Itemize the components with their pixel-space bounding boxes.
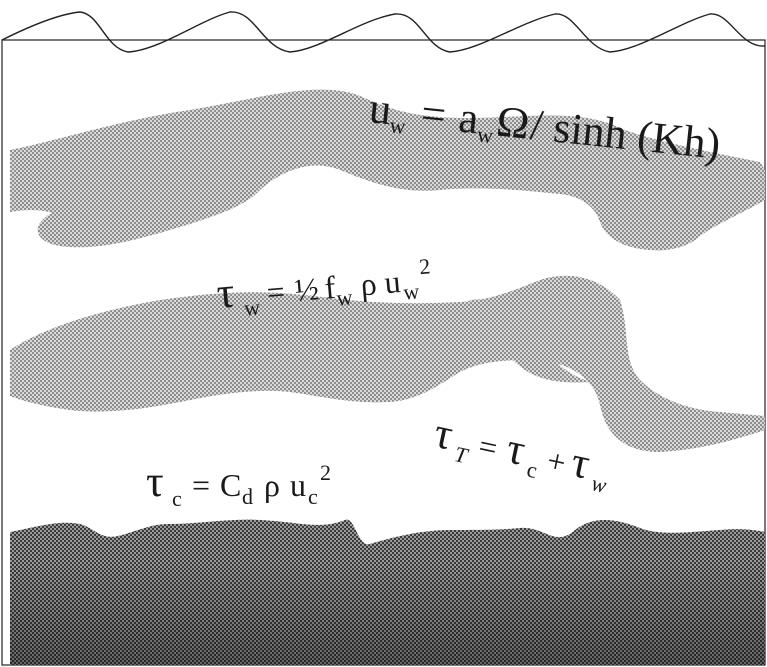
wave-stress-tau-sub: w: [243, 294, 261, 320]
wave-velocity-u-sub: w: [389, 112, 408, 139]
water-surface: [1, 11, 766, 53]
wave-velocity-omega: Ω: [494, 97, 532, 149]
total-stress-plus: +: [544, 442, 569, 481]
wave-stress-f: f: [323, 269, 337, 306]
right-eddy-lump: [465, 299, 590, 383]
wave-stress-u: u: [383, 263, 402, 300]
total-stress-tau-w-sub: w: [589, 470, 609, 498]
total-stress-equation: τ T = τ c + τ w: [430, 408, 609, 498]
wave-stress-exp: 2: [418, 253, 431, 279]
total-stress-eq: =: [476, 427, 501, 466]
sediment-bed-shading: [10, 560, 765, 665]
wave-stress-equation: τ w = ½ f w ρ u w 2: [215, 253, 432, 320]
wave-velocity-u: u: [367, 83, 394, 134]
current-stress-u: u: [290, 467, 306, 503]
total-stress-tau-c-sub: c: [525, 457, 540, 484]
wave-stress-f-sub: w: [336, 284, 354, 310]
wave-stress-rho: ρ: [359, 265, 378, 302]
current-stress-u-sub: c: [308, 484, 318, 509]
wave-velocity-eq: =: [419, 89, 449, 140]
current-stress-C: C: [220, 467, 241, 503]
middle-eddy-band: [10, 275, 765, 452]
total-stress-tau-sub: T: [452, 441, 471, 468]
wave-velocity-a-sub: w: [476, 122, 495, 149]
current-stress-rho: ρ: [264, 467, 280, 503]
wave-orbital-velocity-equation: u w = a w Ω / sinh (Kh): [367, 83, 723, 169]
total-stress-tau: τ: [430, 408, 457, 460]
upper-eddy-band: [10, 89, 765, 251]
wave-stress-eq: =: [265, 273, 286, 310]
current-stress-tau: τ: [146, 457, 164, 506]
total-stress-tau-w: τ: [567, 437, 594, 489]
current-stress-tau-sub: c: [172, 486, 182, 511]
wave-stress-tau: τ: [215, 268, 237, 318]
wave-stress-half: ½: [293, 270, 320, 308]
current-stress-eq: =: [192, 467, 210, 503]
total-stress-tau-c: τ: [502, 423, 529, 475]
current-stress-exp: 2: [320, 460, 331, 485]
wave-stress-u-sub: w: [402, 278, 420, 304]
current-stress-equation: τ c = C d ρ u c 2: [146, 457, 331, 511]
current-stress-C-sub: d: [242, 484, 253, 509]
